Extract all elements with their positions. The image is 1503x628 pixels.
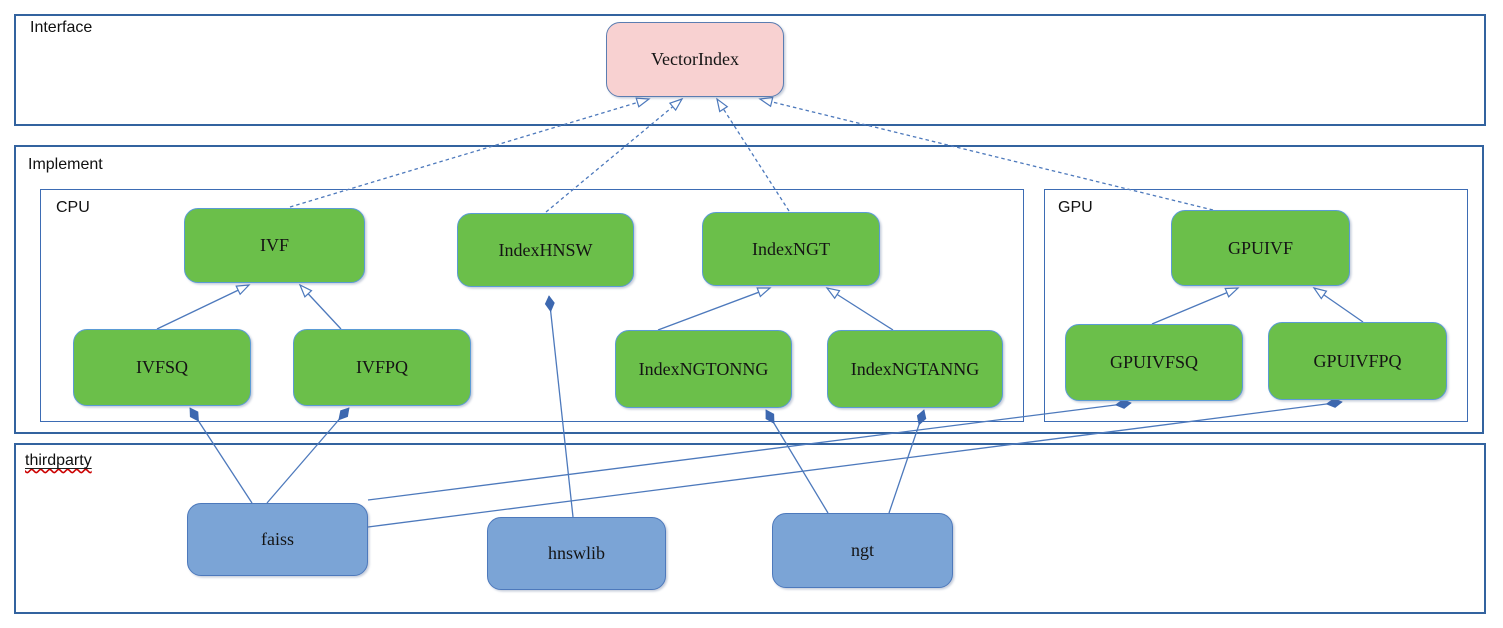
node-ivfpq[interactable]: IVFPQ [293,329,471,406]
node-ivf-label: IVF [259,235,289,255]
node-indexhnsw-label: IndexHNSW [498,239,593,260]
node-hnswlib[interactable]: hnswlib [487,517,666,590]
node-gpuivfsq-label: GPUIVFSQ [1109,352,1199,372]
node-indexngtonng[interactable]: IndexNGTONNG [615,330,792,408]
node-indexngtanng[interactable]: IndexNGTANNG [827,330,1003,408]
node-gpuivf-label: GPUIVF [1227,237,1293,258]
node-vectorindex-label: VectorIndex [651,49,739,69]
node-gpuivfpq-label: GPUIVFPQ [1313,350,1402,371]
node-indexngtonng-label: IndexNGTONNG [638,358,769,379]
container-label-thirdparty-text: thirdparty [25,452,92,469]
node-ngt-label: ngt [850,540,874,560]
container-label-implement: Implement [28,156,103,173]
node-vectorindex[interactable]: VectorIndex [606,22,784,97]
node-hnswlib-label: hnswlib [547,543,605,563]
node-ivf[interactable]: IVF [184,208,365,283]
node-indexngtanng-label: IndexNGTANNG [850,358,980,379]
container-label-cpu: CPU [56,199,90,216]
node-faiss[interactable]: faiss [187,503,368,576]
node-ivfpq-label: IVFPQ [355,357,408,377]
node-indexngt[interactable]: IndexNGT [702,212,880,286]
node-ngt[interactable]: ngt [772,513,953,588]
node-ivfsq-label: IVFSQ [135,357,188,377]
node-indexhnsw[interactable]: IndexHNSW [457,213,634,287]
container-label-gpu: GPU [1058,199,1093,216]
node-faiss-label: faiss [261,529,294,549]
node-gpuivfpq[interactable]: GPUIVFPQ [1268,322,1447,400]
node-ivfsq[interactable]: IVFSQ [73,329,251,406]
node-gpuivf[interactable]: GPUIVF [1171,210,1350,286]
container-label-thirdparty: thirdparty [25,452,92,470]
node-indexngt-label: IndexNGT [752,238,830,259]
container-label-interface: Interface [30,19,93,36]
node-gpuivfsq[interactable]: GPUIVFSQ [1065,324,1243,401]
